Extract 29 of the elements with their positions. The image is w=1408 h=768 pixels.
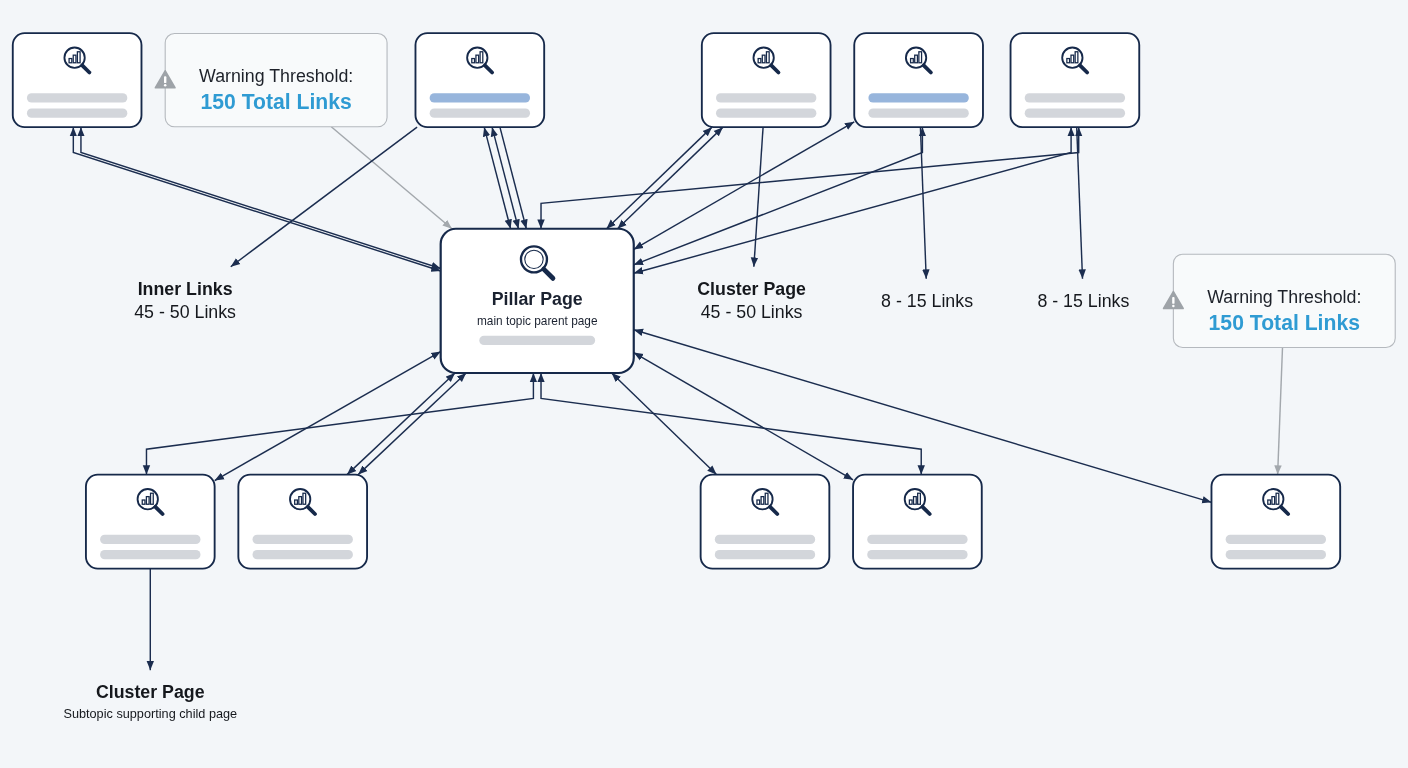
callout-text: 45 - 50 Links	[134, 302, 236, 323]
warning-value: 150 Total Links	[1208, 310, 1360, 335]
double-arrow	[633, 351, 854, 481]
warning-value: 150 Total Links	[200, 89, 352, 114]
callout-text: 8 - 15 Links	[1037, 290, 1130, 311]
double-arrow	[537, 372, 925, 476]
callout-text: Subtopic supporting child page	[63, 706, 238, 722]
double-arrow	[346, 372, 456, 476]
arrow	[750, 126, 764, 268]
double-arrow	[357, 372, 467, 476]
callout-text: 45 - 50 Links	[700, 302, 803, 323]
arrow	[230, 126, 418, 268]
node-subtitle: main topic parent page	[476, 314, 598, 329]
arrow	[146, 567, 154, 671]
warning-title: Warning Threshold:	[1207, 286, 1362, 306]
double-arrow	[633, 126, 927, 266]
double-arrow	[633, 121, 855, 251]
arrow	[1076, 126, 1086, 280]
arrow	[1274, 346, 1284, 476]
callout-text: 8 - 15 Links	[881, 290, 974, 311]
node-title: Pillar Page	[491, 288, 583, 309]
callout-title: Inner Links	[137, 278, 233, 299]
arrow	[919, 126, 930, 280]
double-arrow	[142, 372, 538, 476]
callout-title: Cluster Page	[697, 278, 806, 299]
double-arrow	[610, 372, 718, 476]
warning-title: Warning Threshold:	[199, 65, 354, 86]
double-arrow	[633, 126, 1075, 275]
callout-title: Cluster Page	[95, 682, 205, 702]
